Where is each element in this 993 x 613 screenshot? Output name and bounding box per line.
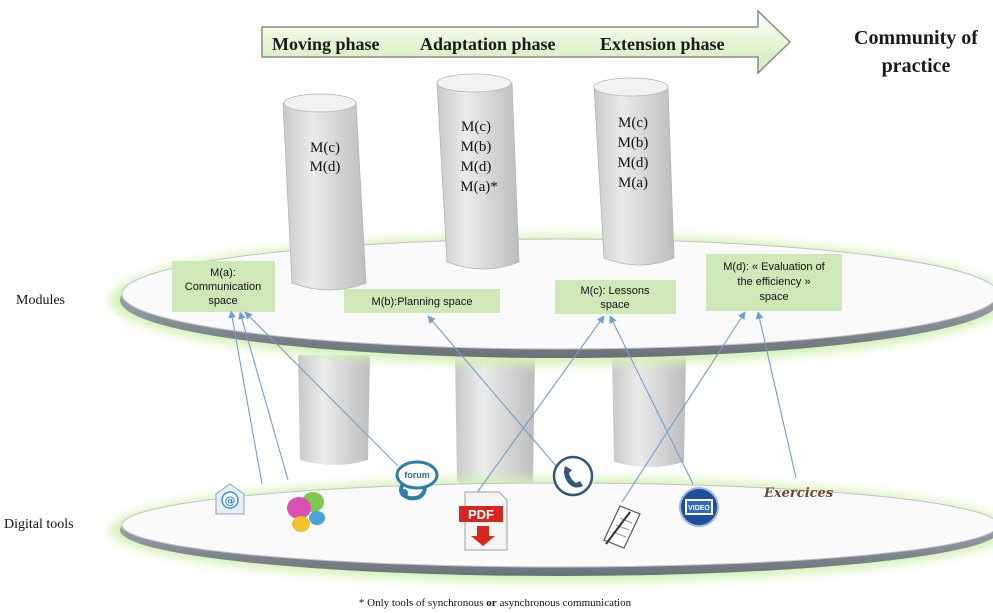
- email-icon: @: [215, 483, 245, 515]
- column-item: M(c): [310, 140, 340, 156]
- link-notepad-to-module-d: [621, 311, 746, 503]
- column-item: M(b): [618, 135, 649, 151]
- module-c-box: M(c): Lessons space: [555, 280, 676, 314]
- exercises-icon: Exercices: [763, 486, 834, 501]
- column-extension-text: M(c) M(b) M(d) M(a): [618, 115, 649, 191]
- link-pdf-to-module-c: [475, 315, 605, 495]
- forum-icon-text: forum: [404, 470, 430, 480]
- cylinder-extension: [593, 77, 675, 266]
- column-item: M(c): [461, 119, 491, 135]
- column-item: M(c): [618, 115, 648, 131]
- svg-text:@: @: [225, 494, 236, 507]
- link-email-to-module-a: [228, 310, 263, 485]
- column-item: M(d): [618, 155, 649, 171]
- column-moving-text: M(c) M(d): [310, 140, 341, 175]
- phase-moving: Moving phase: [272, 34, 380, 54]
- column-item: M(b): [461, 139, 492, 155]
- lower-cylinders: [298, 355, 686, 487]
- upper-cylinders: [282, 73, 675, 291]
- module-d-label: space: [759, 291, 788, 303]
- phase-adaptation: Adaptation phase: [420, 34, 556, 54]
- video-icon: VIDEO: [679, 487, 719, 527]
- forum-icon: forum: [395, 460, 439, 501]
- notepad-icon: [603, 505, 641, 549]
- footnote-pre: * Only tools of synchronous: [359, 597, 486, 609]
- link-forum-to-module-a: [244, 311, 399, 467]
- module-d-label: M(d): « Evaluation of: [723, 261, 825, 273]
- column-item: M(d): [310, 159, 341, 175]
- column-item: M(a)*: [460, 179, 498, 195]
- pdf-icon: PDF: [459, 491, 508, 551]
- module-d-label: the efficiency »: [737, 276, 810, 288]
- tools-side-label: Digital tools: [4, 517, 74, 532]
- cylinder-moving: [282, 93, 367, 291]
- modules-side-label: Modules: [16, 293, 65, 308]
- footnote: * Only tools of synchronous or asynchron…: [359, 597, 632, 609]
- community-title-line1: Community of: [854, 27, 978, 49]
- footnote-post: asynchronous communication: [497, 597, 632, 609]
- community-title-line2: practice: [882, 55, 951, 77]
- video-icon-text: VIDEO: [688, 505, 710, 512]
- module-b-label: M(b):Planning space: [372, 296, 473, 308]
- phase-arrow: [261, 9, 792, 75]
- tools-plate: [110, 478, 993, 582]
- module-d-box: M(d): « Evaluation of the efficiency » s…: [706, 254, 842, 311]
- link-chat-to-module-a: [238, 311, 289, 481]
- module-a-box: M(a): Communication space: [172, 261, 275, 312]
- module-a-label: space: [208, 295, 237, 307]
- pdf-icon-text: PDF: [468, 507, 494, 522]
- module-a-label: Communication: [185, 281, 261, 293]
- column-adaptation-text: M(c) M(b) M(d) M(a)*: [460, 119, 498, 195]
- column-item: M(a): [618, 175, 648, 191]
- module-a-label: M(a):: [210, 267, 236, 279]
- link-phone-to-module-b: [427, 315, 557, 467]
- module-c-label: M(c): Lessons: [580, 285, 650, 297]
- tool-module-links: [228, 310, 797, 503]
- column-item: M(d): [461, 159, 492, 175]
- phase-extension: Extension phase: [600, 34, 725, 54]
- cylinder-adaptation: [436, 73, 520, 270]
- module-c-label: space: [600, 299, 629, 311]
- module-b-box: M(b):Planning space: [344, 289, 500, 313]
- footnote-bold: or: [486, 597, 497, 609]
- link-exercises-to-module-d: [755, 311, 797, 479]
- phone-icon: [552, 455, 594, 497]
- chat-bubbles-icon: [287, 492, 325, 532]
- link-video-to-module-c: [609, 315, 694, 485]
